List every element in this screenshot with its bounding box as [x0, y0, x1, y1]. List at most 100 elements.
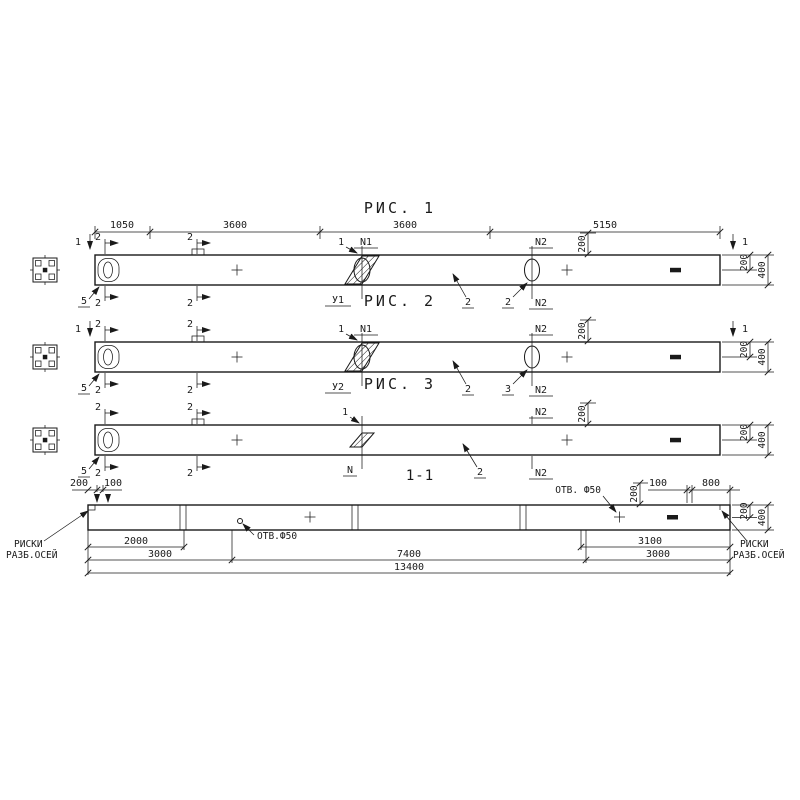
svg-text:400: 400 — [757, 348, 768, 365]
svg-text:100: 100 — [649, 478, 667, 489]
figure-1-section-cut-1-left: 1 — [75, 234, 93, 250]
svg-text:ОТВ.Ф50: ОТВ.Ф50 — [257, 531, 297, 542]
svg-text:РИСКИ: РИСКИ — [740, 539, 769, 550]
figure-1-flag-n2-bottom: N2 — [529, 298, 553, 310]
figure-1-flag-n2-top: N2 — [529, 237, 553, 249]
figure-3: РИС. 3 2 2 2 — [29, 375, 774, 480]
section-height-dimensions: 200 400 — [732, 501, 774, 534]
svg-text:РАЗБ.ОСЕЙ: РАЗБ.ОСЕЙ — [6, 549, 58, 561]
svg-text:400: 400 — [757, 261, 768, 278]
svg-text:2: 2 — [95, 385, 101, 396]
figure-2-section-cut-2-b: 2 2 — [187, 319, 211, 396]
section-axis-marks-left: РИСКИ РАЗБ.ОСЕЙ — [6, 510, 89, 561]
section-beam — [87, 504, 731, 531]
joint-tab — [191, 335, 205, 343]
svg-text:5: 5 — [81, 466, 87, 477]
figure-1-detail-mark: 1 — [338, 237, 358, 254]
hole-mark-right — [614, 511, 625, 523]
axis-cross-mark-left — [231, 434, 243, 446]
svg-text:2: 2 — [187, 402, 193, 413]
figure-1-top-dimensions: 1050 3600 3600 5150 — [91, 220, 724, 239]
minus-mark — [670, 267, 681, 273]
cut-2-label: 2 — [95, 298, 101, 309]
figure-3-item-5: 5 — [78, 456, 100, 478]
axis-cross-mark-right — [561, 351, 573, 363]
svg-text:N2: N2 — [535, 298, 547, 309]
svg-text:N2: N2 — [535, 385, 547, 396]
svg-text:2: 2 — [95, 468, 101, 479]
svg-text:2: 2 — [505, 297, 511, 308]
dim-1050: 1050 — [110, 220, 134, 231]
svg-text:200: 200 — [629, 485, 640, 502]
section-1-1: 1-1 ОТВ.Ф50 ОТВ. Ф50 — [6, 468, 785, 577]
figure-3-title: РИС. 3 — [364, 375, 436, 393]
figure-3-section-cut-2-a: 2 2 — [95, 402, 119, 479]
cross-section-detail — [29, 424, 61, 456]
axis-cross-mark-right — [561, 264, 573, 276]
svg-text:2: 2 — [477, 467, 483, 478]
dim-3600-a: 3600 — [223, 220, 247, 231]
section-top-left-dimensions: 200 100 — [70, 478, 122, 503]
figure-2-item-5: 5 — [78, 373, 100, 395]
svg-text:2000: 2000 — [124, 536, 148, 547]
svg-text:400: 400 — [757, 509, 768, 526]
svg-text:N1: N1 — [360, 237, 372, 248]
section-top-right-dimensions: 100 800 — [648, 478, 740, 505]
svg-text:N2: N2 — [535, 324, 547, 335]
svg-text:1: 1 — [338, 324, 344, 335]
figure-1-title: РИС. 1 — [364, 199, 436, 217]
cut-2-label: 2 — [187, 298, 193, 309]
svg-text:7400: 7400 — [397, 549, 421, 560]
figure-1-beam — [94, 246, 721, 299]
svg-text:РИСКИ: РИСКИ — [14, 539, 43, 550]
section-bottom-dimensions: 2000 3100 3000 7400 3000 13400 — [84, 530, 734, 577]
svg-text:ОТВ. Ф50: ОТВ. Ф50 — [555, 485, 601, 496]
section-offset-dimension: 200 — [629, 479, 648, 508]
figure-3-section-cut-2-b: 2 2 — [187, 402, 211, 479]
svg-text:1: 1 — [742, 324, 748, 335]
figure-2-flag-n2-bottom: N2 — [529, 385, 553, 397]
cut-2-label: 2 — [187, 232, 193, 243]
figure-2: РИС. 2 1 1 2 — [29, 292, 774, 397]
figure-2-item-loop: 3 — [502, 369, 528, 396]
cut-2-label: 2 — [95, 232, 101, 243]
figure-2-offset-dimension: 200 — [577, 316, 596, 345]
minus-mark — [670, 437, 681, 443]
svg-text:3000: 3000 — [646, 549, 670, 560]
svg-text:2: 2 — [465, 297, 471, 308]
svg-text:3100: 3100 — [638, 536, 662, 547]
hatched-section-mark — [344, 255, 380, 285]
figure-1-item-beam: 2 — [452, 273, 474, 309]
svg-text:N: N — [347, 465, 353, 476]
svg-text:2: 2 — [465, 384, 471, 395]
section-hole-label-right: ОТВ. Ф50 — [555, 485, 617, 513]
hatched-section-mark — [348, 432, 376, 448]
figure-1-section-cut-2-b: 2 2 — [187, 232, 211, 309]
svg-text:400: 400 — [757, 431, 768, 448]
axis-cross-mark-right — [561, 434, 573, 446]
svg-text:РАЗБ.ОСЕЙ: РАЗБ.ОСЕЙ — [733, 549, 785, 561]
svg-text:1: 1 — [75, 324, 81, 335]
svg-text:200: 200 — [739, 341, 750, 358]
axis-cross-mark-left — [231, 351, 243, 363]
joint-tab — [191, 248, 205, 256]
svg-text:5: 5 — [81, 383, 87, 394]
hole-mark-left — [237, 518, 243, 524]
figure-2-flag-n2-top: N2 — [529, 324, 553, 336]
figure-2-section-cut-1-right: 1 — [730, 321, 748, 337]
figure-3-height-dimensions: 200 400 — [722, 421, 774, 459]
svg-text:5: 5 — [81, 296, 87, 307]
dim-3600-b: 3600 — [393, 220, 417, 231]
svg-text:2: 2 — [95, 319, 101, 330]
svg-text:N2: N2 — [535, 407, 547, 418]
figure-1-node-label: У1 — [325, 295, 351, 307]
dim-5150: 5150 — [593, 220, 617, 231]
figure-1: РИС. 1 1050 3600 3600 5150 — [29, 199, 774, 310]
svg-text:200: 200 — [70, 478, 88, 489]
figure-2-height-dimensions: 200 400 — [722, 338, 774, 376]
svg-text:200: 200 — [577, 405, 588, 422]
cut-1-label: 1 — [742, 237, 748, 248]
figure-3-flag-n2-bottom: N2 — [529, 468, 553, 480]
figure-3-offset-dimension: 200 — [577, 399, 596, 428]
